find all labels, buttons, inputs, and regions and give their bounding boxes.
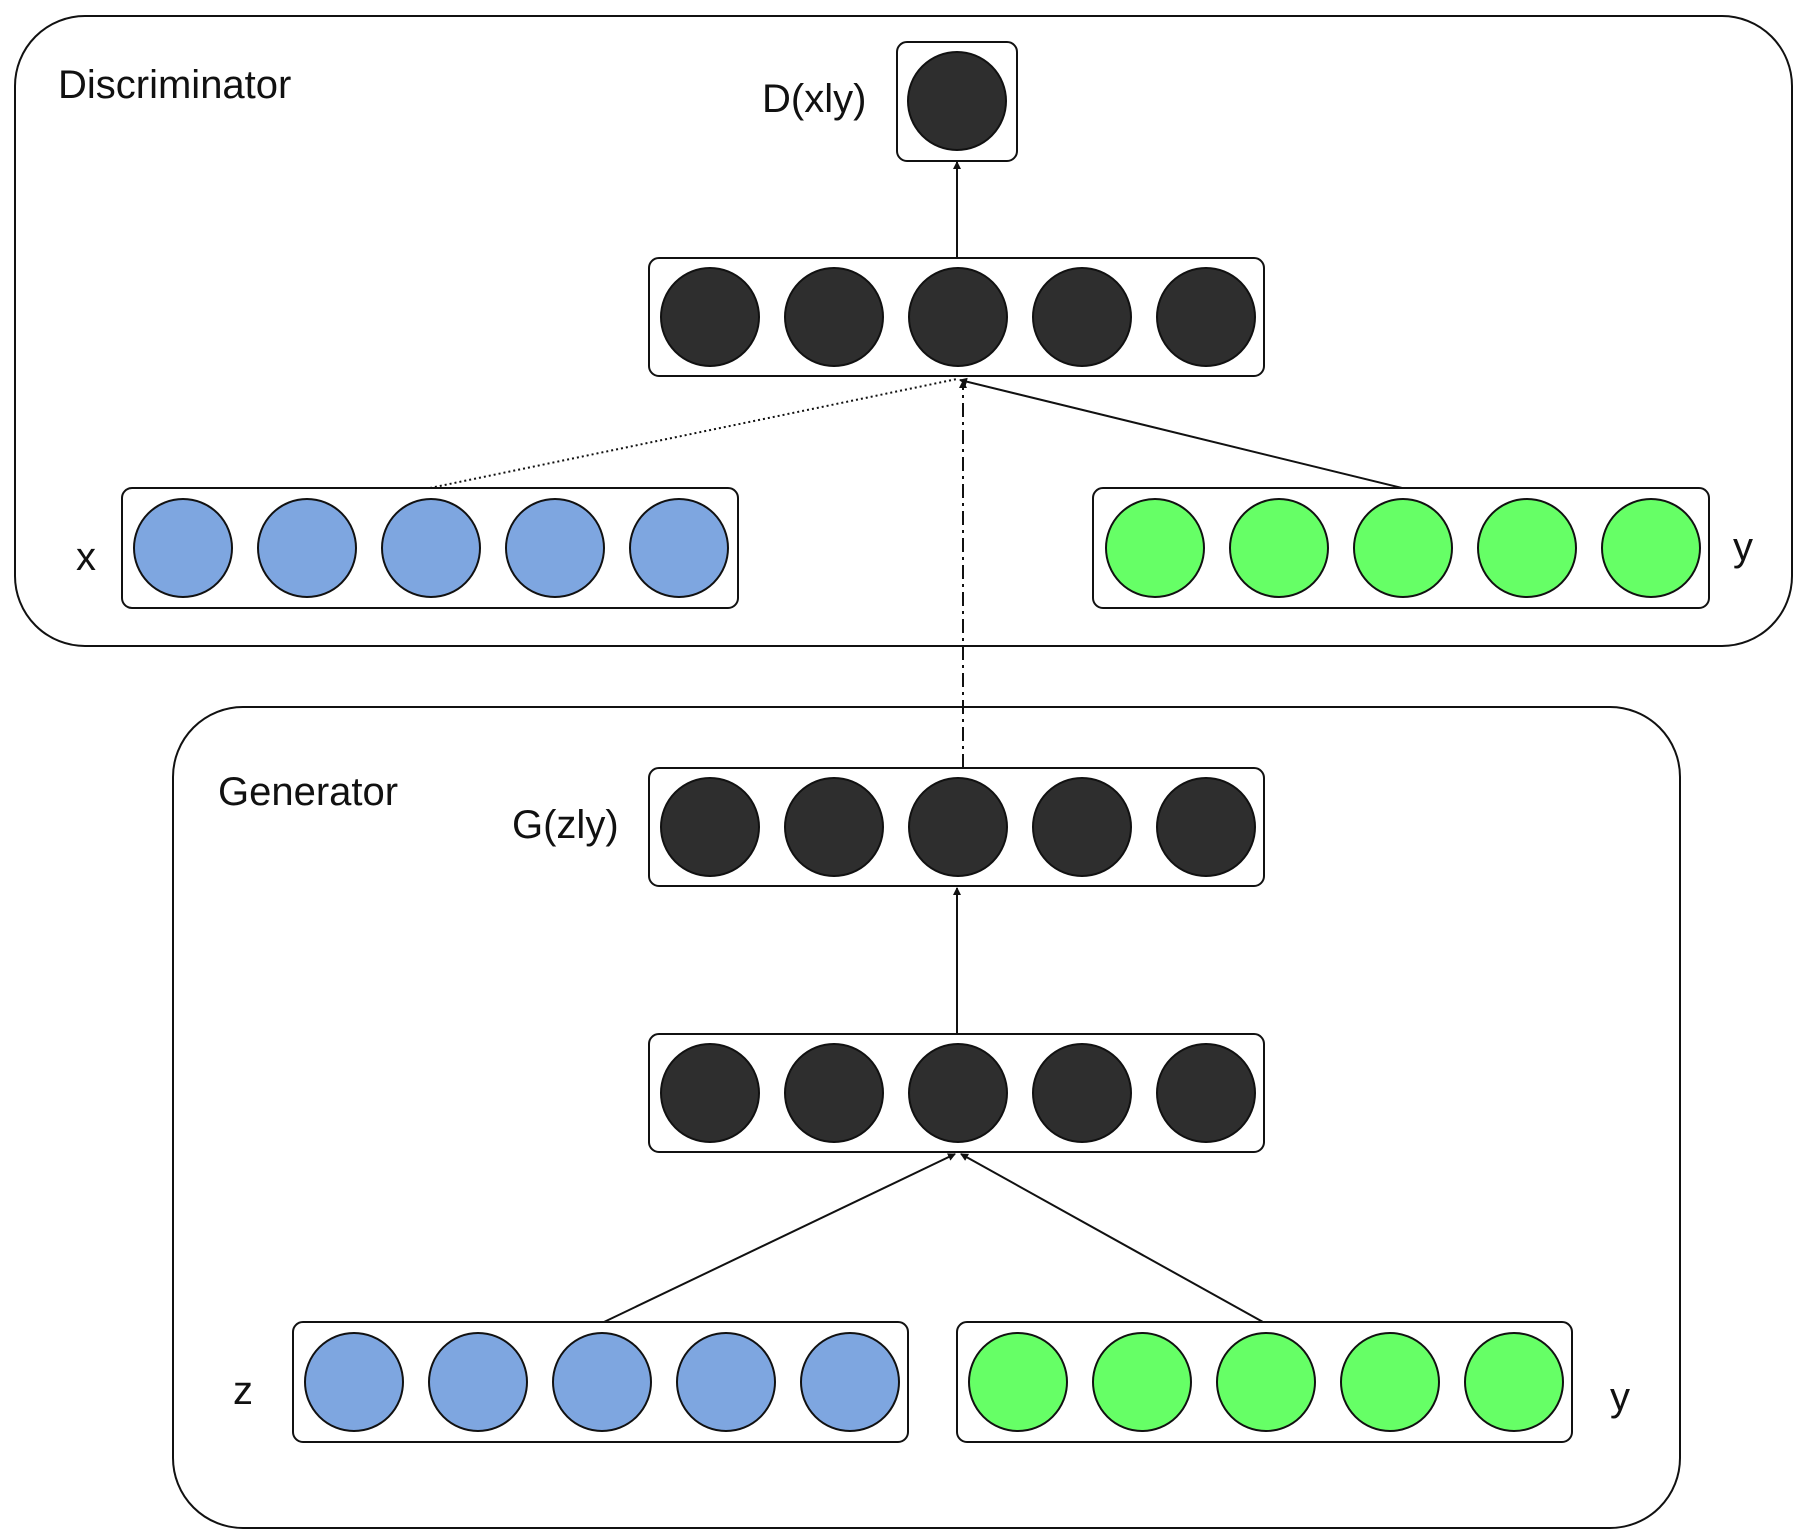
g-output-node-3 bbox=[908, 777, 1008, 877]
d-output-nodes bbox=[907, 51, 1007, 151]
d-y-node-5 bbox=[1601, 498, 1701, 598]
x-node-1 bbox=[133, 498, 233, 598]
d-y-node-1 bbox=[1105, 498, 1205, 598]
g-hidden-node-2 bbox=[784, 1043, 884, 1143]
g-output-label: G(zly) bbox=[512, 803, 619, 847]
z-label: z bbox=[233, 1369, 253, 1413]
x-label: x bbox=[76, 535, 96, 579]
g-output-node-4 bbox=[1032, 777, 1132, 877]
d-y-label: y bbox=[1733, 525, 1753, 569]
z-node-1 bbox=[304, 1332, 404, 1432]
discriminator-title: Discriminator bbox=[58, 63, 291, 107]
g-output-nodes bbox=[660, 777, 1256, 877]
edge-y-to-d-hidden bbox=[959, 377, 1403, 489]
g-y-node-3 bbox=[1216, 1332, 1316, 1432]
x-input-nodes bbox=[133, 498, 729, 598]
z-input-nodes bbox=[304, 1332, 900, 1432]
x-node-3 bbox=[381, 498, 481, 598]
g-hidden-node-1 bbox=[660, 1043, 760, 1143]
x-node-5 bbox=[629, 498, 729, 598]
g-y-node-5 bbox=[1464, 1332, 1564, 1432]
g-output-node-2 bbox=[784, 777, 884, 877]
d-hidden-node-2 bbox=[784, 267, 884, 367]
d-y-input-nodes bbox=[1105, 498, 1701, 598]
d-y-node-2 bbox=[1229, 498, 1329, 598]
d-hidden-node-3 bbox=[908, 267, 1008, 367]
z-node-3 bbox=[552, 1332, 652, 1432]
generator-title: Generator bbox=[218, 770, 398, 814]
edge-gy-to-g-hidden bbox=[960, 1153, 1264, 1323]
d-hidden-node-5 bbox=[1156, 267, 1256, 367]
g-y-node-1 bbox=[968, 1332, 1068, 1432]
d-y-node-4 bbox=[1477, 498, 1577, 598]
x-node-2 bbox=[257, 498, 357, 598]
g-y-label: y bbox=[1610, 1375, 1630, 1419]
d-hidden-node-1 bbox=[660, 267, 760, 367]
g-y-input-nodes bbox=[968, 1332, 1564, 1432]
g-output-node-5 bbox=[1156, 777, 1256, 877]
g-y-node-2 bbox=[1092, 1332, 1192, 1432]
g-hidden-nodes bbox=[660, 1043, 1256, 1143]
g-y-node-4 bbox=[1340, 1332, 1440, 1432]
x-node-4 bbox=[505, 498, 605, 598]
d-output-node-1 bbox=[907, 51, 1007, 151]
g-hidden-node-3 bbox=[908, 1043, 1008, 1143]
z-node-5 bbox=[800, 1332, 900, 1432]
g-hidden-node-5 bbox=[1156, 1043, 1256, 1143]
d-hidden-nodes bbox=[660, 267, 1256, 367]
g-output-node-1 bbox=[660, 777, 760, 877]
d-output-label: D(xly) bbox=[762, 77, 866, 121]
g-hidden-node-4 bbox=[1032, 1043, 1132, 1143]
z-node-2 bbox=[428, 1332, 528, 1432]
z-node-4 bbox=[676, 1332, 776, 1432]
edge-z-to-g-hidden bbox=[603, 1153, 956, 1323]
d-y-node-3 bbox=[1353, 498, 1453, 598]
d-hidden-node-4 bbox=[1032, 267, 1132, 367]
